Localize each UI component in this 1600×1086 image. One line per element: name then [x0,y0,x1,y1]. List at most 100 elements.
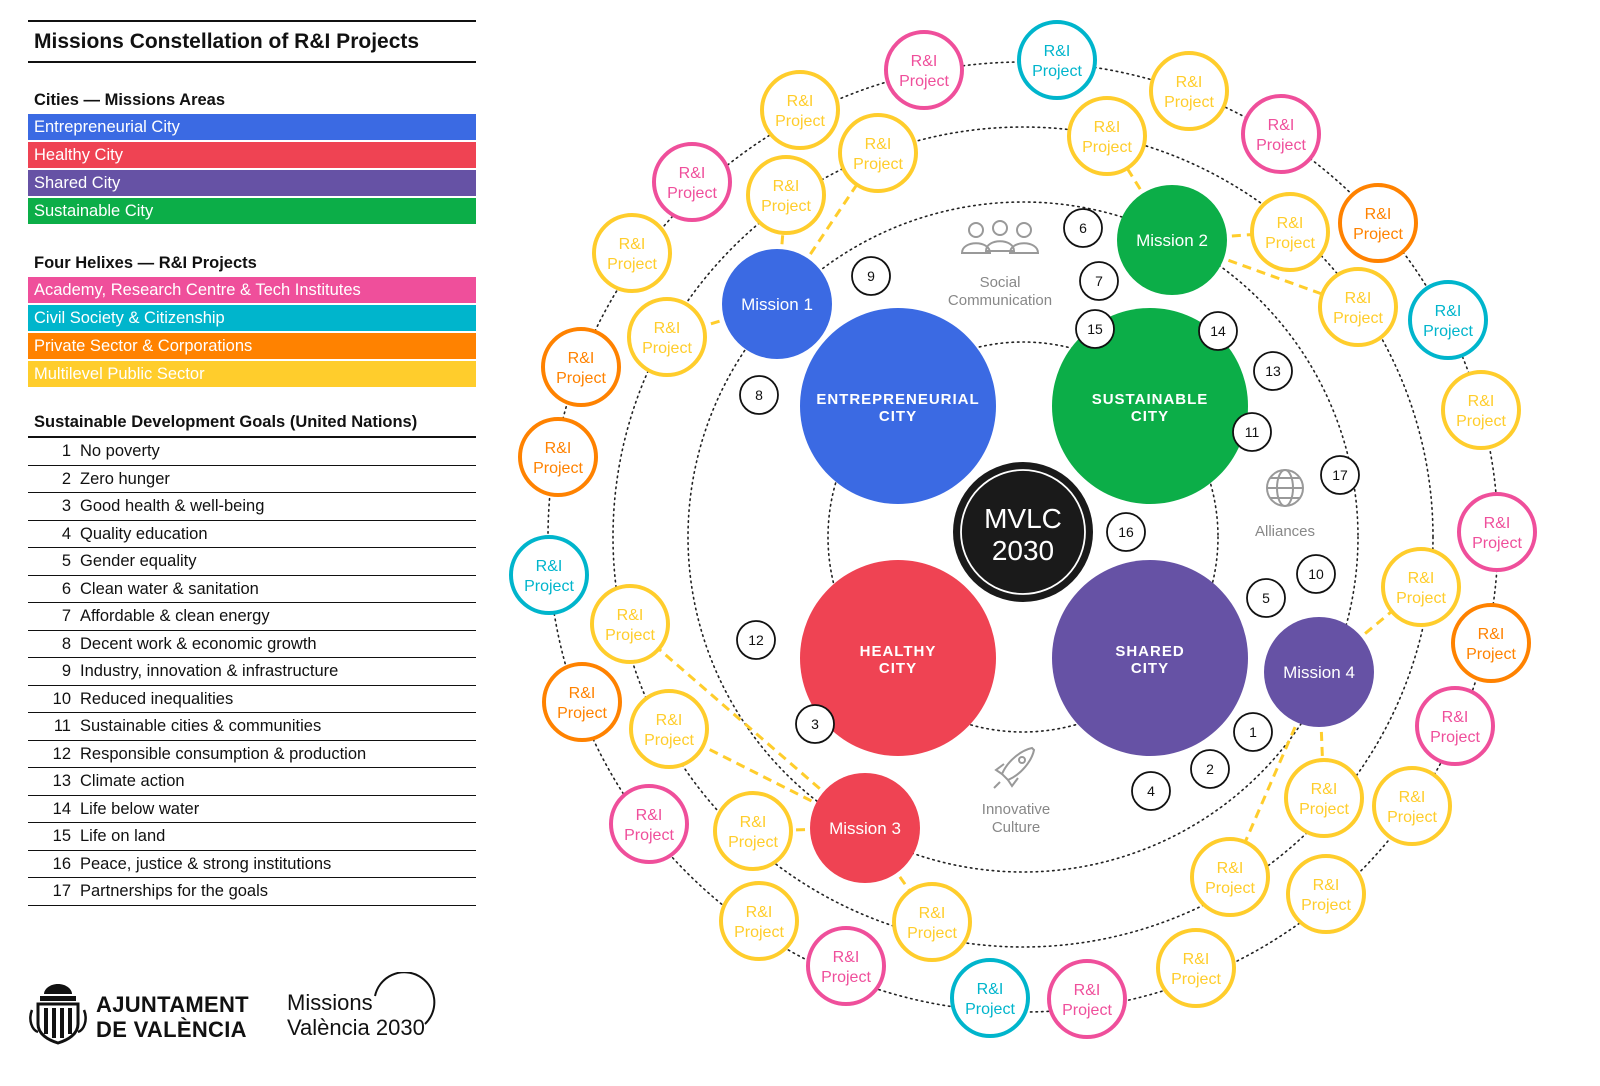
healthy-city-label-1: HEALTHY [860,643,937,660]
project-label-2: Project [1032,63,1082,80]
project-label-1: R&I [636,807,663,824]
enabler-social-communication: Social Communication [948,220,1052,309]
sdg-number: 2 [61,469,71,488]
sdg-badge-number: 2 [1206,761,1214,777]
sdg-badge: 3 [795,704,835,744]
project-label-2: Project [853,156,903,173]
sdg-badge-number: 7 [1095,273,1103,289]
project-label-1: R&I [773,178,800,195]
project-label-2: Project [821,969,871,986]
social-label-1: Social [980,274,1021,291]
project-label-1: R&I [656,712,683,729]
project-label-2: Project [605,627,655,644]
project-label-1: R&I [787,93,814,110]
helix-public-sector: Multilevel Public Sector [28,361,476,387]
sdg-badge: 8 [739,375,779,415]
sdg-row: 6 Clean water & sanitation [28,576,476,603]
sdg-label: Decent work & economic growth [80,634,317,653]
orbit-ring-3 [612,126,1434,948]
project-label-1: R&I [1277,215,1304,232]
sdg-title: Sustainable Development Goals (United Na… [28,413,476,438]
project-label-2: Project [1333,310,1383,327]
sdg-number: 17 [52,882,71,900]
sdg-label: Climate action [80,772,185,790]
project-label-1: R&I [1442,709,1469,726]
sdg-badge-number: 6 [1079,220,1087,236]
project-label-2: Project [1353,226,1403,243]
sdg-number: 1 [61,442,71,460]
sdg-badge-number: 9 [867,268,875,284]
sdg-number: 7 [61,607,71,625]
project-label-1: R&I [1268,117,1295,134]
innovative-label-2: Culture [992,819,1040,836]
sdg-number: 3 [61,497,71,515]
project-label-2: Project [1265,235,1315,252]
sdg-number: 4 [61,524,71,543]
sustainable-city-circle: SUSTAINABLE CITY [1052,308,1248,504]
sdg-label: Peace, justice & strong institutions [80,854,332,873]
sdg-row: 13 Climate action [28,768,476,796]
project-label-2: Project [728,834,778,851]
area-shared-city: Shared City [28,170,476,196]
project-label-2: Project [775,113,825,130]
sdg-number: 5 [61,552,71,570]
project-label-1: R&I [833,949,860,966]
project-label-2: Project [533,460,583,477]
project-label-2: Project [607,256,657,273]
project-label-2: Project [965,1001,1015,1018]
project-label-1: R&I [977,981,1004,998]
sdg-badge: 13 [1253,351,1293,391]
sdg-badge: 17 [1320,455,1360,495]
sustainable-city-label-2: CITY [1131,408,1169,425]
project-bubbles: R&IProjectR&IProjectR&IProjectR&IProject… [509,20,1537,1039]
missions-line1: Missions [287,990,373,1015]
sdg-badge: 6 [1063,208,1103,248]
project-label-2: Project [524,578,574,595]
project-bubble: R&I Project [760,70,840,150]
project-label-1: R&I [1313,877,1340,894]
sdg-badge-number: 14 [1210,323,1226,339]
sdg-label: Gender equality [80,552,197,570]
sdg-badge: 11 [1232,412,1272,452]
sdg-number: 13 [52,772,71,790]
project-label-2: Project [1456,413,1506,430]
project-label-2: Project [1299,801,1349,818]
shared-city-label-1: SHARED [1115,643,1184,660]
sdg-badge: 9 [851,256,891,296]
sdg-number: 10 [52,689,71,708]
legend-panel: Missions Constellation of R&I Projects C… [28,20,476,906]
sdg-badge-number: 15 [1087,321,1103,337]
missions-valencia-logo: Missions València 2030 [283,972,473,1052]
mission-circles: Mission 1 Mission 2 Mission 3 Mission 4 [722,185,1374,883]
sdg-badge-number: 11 [1245,424,1260,440]
project-label-1: R&I [911,53,938,70]
project-label-1: R&I [1399,789,1426,806]
globe-icon [1266,469,1304,507]
sdg-label: Clean water & sanitation [80,579,259,598]
helix-private-sector: Private Sector & Corporations [28,333,476,359]
project-label-1: R&I [865,136,892,153]
project-label-1: R&I [1176,74,1203,91]
area-sustainable-city: Sustainable City [28,198,476,224]
sdg-number: 6 [61,579,71,598]
sdg-badge: 15 [1075,309,1115,349]
entrepreneurial-city-label-1: ENTREPRENEURIAL [816,391,979,408]
